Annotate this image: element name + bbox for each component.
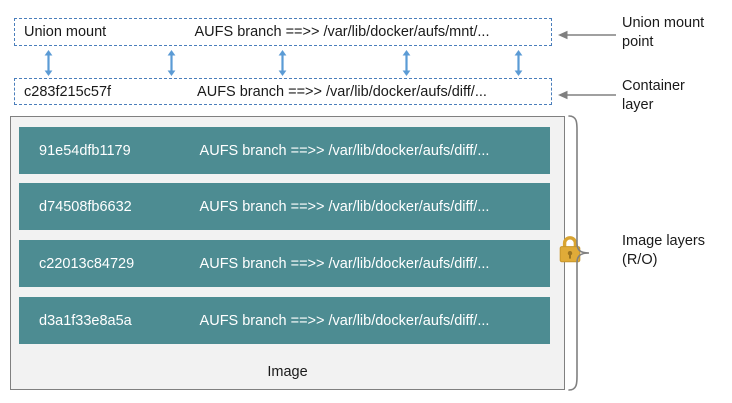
container-layer-id-label: c283f215c57f <box>24 83 112 100</box>
image-layer-id-label: d3a1f33e8a5a <box>39 312 132 329</box>
image-layer-id-label: 91e54dfb1179 <box>39 142 131 159</box>
union-mount-id-label: Union mount <box>24 24 107 40</box>
annotation-image-layers: Image layers (R/O) <box>622 233 706 268</box>
image-layer-row: c22013c84729 AUFS branch ==>> /var/lib/d… <box>19 240 550 287</box>
annotation-union-mount-point: Union mount point <box>622 15 705 50</box>
image-layer-row: d3a1f33e8a5a AUFS branch ==>> /var/lib/d… <box>19 297 550 344</box>
container-layer-leader-arrow-icon <box>558 87 616 100</box>
annotation-container-layer: Container layer <box>622 78 685 113</box>
image-layer-id-label: d74508fb6632 <box>39 198 132 215</box>
image-caption-label: Image <box>267 364 308 380</box>
image-layer-id-label: c22013c84729 <box>39 255 135 272</box>
image-layer-row: d74508fb6632 AUFS branch ==>> /var/lib/d… <box>19 183 550 230</box>
union-mount-box: Union mount AUFS branch ==>> /var/lib/do… <box>14 18 552 46</box>
double-headed-vertical-arrow-icon <box>514 50 523 76</box>
image-layers-brace <box>566 114 592 392</box>
double-headed-vertical-arrow-icon <box>167 50 176 76</box>
double-headed-vertical-arrow-icon <box>278 50 287 76</box>
double-headed-vertical-arrow-icon <box>402 50 411 76</box>
image-container-box: 91e54dfb1179 AUFS branch ==>> /var/lib/d… <box>10 116 565 390</box>
double-headed-vertical-arrow-icon <box>44 50 53 76</box>
union-mount-leader-arrow-icon <box>558 27 616 40</box>
container-layer-box: c283f215c57f AUFS branch ==>> /var/lib/d… <box>14 78 552 105</box>
image-layer-row: 91e54dfb1179 AUFS branch ==>> /var/lib/d… <box>19 127 550 174</box>
lock-icon <box>556 233 584 265</box>
